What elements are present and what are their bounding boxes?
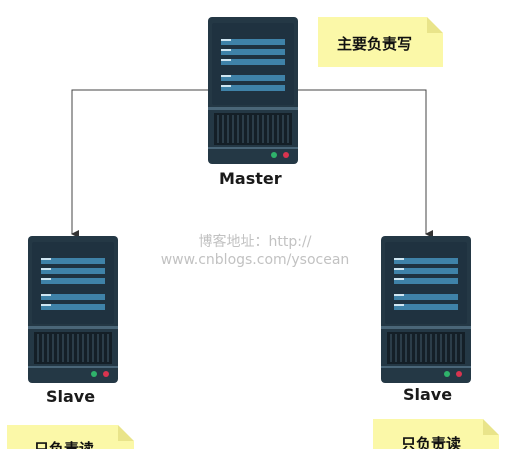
- slave-left-note: 只负责读: [7, 425, 134, 449]
- master-note-text: 主要负责写: [337, 35, 413, 53]
- slave-right-note: 只负责读: [373, 419, 499, 449]
- arrow-master-to-slave-right: [297, 89, 433, 238]
- note-fold-icon: [118, 425, 134, 441]
- slave-left-server-icon: [28, 236, 118, 383]
- slave-right-server-icon: [381, 236, 471, 383]
- slave-left-note-text: 只负责读: [34, 440, 95, 449]
- note-fold-icon: [427, 17, 443, 33]
- master-label: Master: [219, 169, 282, 188]
- master-server-icon: [208, 17, 298, 164]
- arrow-master-to-slave-left: [71, 89, 210, 238]
- slave-right-note-text: 只负责读: [401, 435, 462, 449]
- note-fold-icon: [483, 419, 499, 435]
- master-note: 主要负责写: [318, 17, 443, 67]
- slave-left-label: Slave: [46, 387, 96, 406]
- watermark-line-1: 博客地址：http://: [198, 234, 312, 250]
- slave-right-label: Slave: [403, 385, 453, 404]
- watermark-line-2: www.cnblogs.com/ysocean: [160, 252, 350, 268]
